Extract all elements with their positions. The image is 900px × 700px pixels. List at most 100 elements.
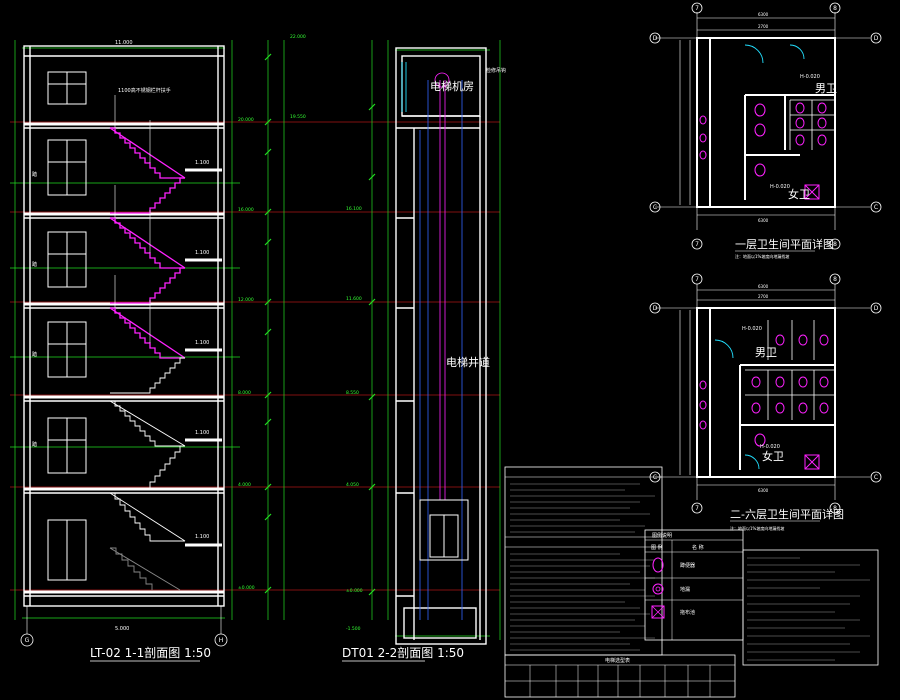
- wc-axes-upper: [655, 284, 870, 500]
- wc-plan-upper: 7 8 D D C C 7 8: [649, 273, 882, 531]
- wc-fixtures-ground: [699, 102, 827, 200]
- axis-8-ground-b: 8: [833, 241, 837, 248]
- svg-text:1.100: 1.100: [195, 534, 209, 540]
- elevator-section: 22.000 19.550 16.100 11.600 8.550 4.050 …: [290, 34, 506, 662]
- svg-text:踏: 踏: [32, 441, 37, 448]
- elevator-shaft-label: 电梯井道: [446, 355, 490, 369]
- axis-bubble-g: [20, 633, 34, 647]
- svg-text:6300: 6300: [758, 12, 769, 17]
- svg-text:H-0.020: H-0.020: [742, 326, 762, 332]
- axis-c-ground-r: C: [874, 204, 878, 211]
- axis-c-upper-l: C: [653, 474, 657, 481]
- elev-level-4: 11.600: [346, 296, 362, 302]
- wc-walls-ground: [696, 37, 836, 208]
- stair-flights: [109, 127, 186, 359]
- elev-level-6: 4.050: [346, 482, 359, 488]
- svg-text:6300: 6300: [758, 488, 769, 493]
- stair-section: 1100高不锈钢栏杆扶手 1.100 1.100 1.100 1.100 1.1…: [10, 40, 500, 662]
- stair-walls: [23, 45, 225, 607]
- wc-doors-upper: [714, 339, 760, 470]
- wc-bubbles-upper: 7 8 D D C C 7 8: [649, 273, 882, 514]
- stair-dim-ticks: [264, 53, 272, 594]
- svg-text:检修吊钩: 检修吊钩: [486, 67, 506, 74]
- wc-stalls-upper: [745, 320, 835, 420]
- legend-col-symbol: 图 例: [651, 544, 663, 551]
- axis-d-ground-l: D: [653, 35, 658, 42]
- svg-text:注：地面以1%坡度向地漏找坡: 注：地面以1%坡度向地漏找坡: [735, 253, 789, 259]
- elevator-dim-ticks: [368, 103, 376, 596]
- svg-text:5.000: 5.000: [115, 626, 129, 632]
- wc-plan-ground: 7 8 D D C C 7 8: [649, 2, 882, 259]
- material-notes-box: [742, 549, 879, 666]
- axis-d-upper-l: D: [653, 305, 658, 312]
- svg-text:H-0.020: H-0.020: [800, 74, 820, 80]
- stair-slabs: [24, 122, 224, 594]
- axis-7-upper-b: 7: [695, 505, 699, 512]
- axis-bubble-h: [214, 633, 228, 647]
- elevator-section-title: DT01 2-2剖面图 1:50: [342, 646, 464, 660]
- stair-notes: 1100高不锈钢栏杆扶手 1.100 1.100 1.100 1.100 1.1…: [32, 40, 209, 632]
- squat-toilet-icon: [652, 557, 664, 573]
- elevator-table-title: 电梯选型表: [605, 657, 630, 664]
- svg-text:1100高不锈钢栏杆扶手: 1100高不锈钢栏杆扶手: [118, 87, 171, 94]
- material-note-lines: [747, 557, 870, 661]
- elev-level-2: 19.550: [290, 114, 306, 120]
- elevator-car-rails: [419, 80, 463, 620]
- men-label-upper: 男卫: [755, 346, 777, 359]
- stair-level-3: 12.000: [238, 297, 254, 303]
- upper-wc-title: 二-六层卫生间平面详图: [730, 507, 844, 521]
- elev-level-7: ±0.000: [346, 588, 363, 594]
- elevator-car: [419, 499, 469, 561]
- dimension-text: 6300 2700 6300 2700 6300 6300: [758, 12, 769, 493]
- svg-text:2700: 2700: [758, 294, 769, 299]
- wc-stalls-ground: [789, 99, 835, 150]
- handrail-posts: [114, 95, 151, 343]
- wc-axes-ground: [655, 12, 870, 230]
- elev-level-5: 8.550: [346, 390, 359, 396]
- stair-level-1: 20.000: [238, 117, 254, 123]
- axis-7-ground-b: 7: [695, 241, 699, 248]
- axis-c-ground-l: C: [653, 204, 657, 211]
- elevator-schedule-table: 电梯选型表: [504, 654, 736, 698]
- wc-doors-ground: [744, 44, 805, 64]
- svg-text:踏: 踏: [32, 171, 37, 178]
- design-notes-table: [504, 466, 663, 656]
- axis-7-upper: 7: [695, 276, 699, 283]
- ground-wc-title: 一层卫生间平面详图: [735, 237, 834, 251]
- axis-label-g: G: [25, 637, 30, 644]
- elev-level-3: 16.100: [346, 206, 362, 212]
- svg-text:6300: 6300: [758, 284, 769, 289]
- elevator-glazing: [401, 62, 407, 112]
- axis-8-upper-b: 8: [833, 505, 837, 512]
- svg-text:踏: 踏: [32, 351, 37, 358]
- svg-text:H-0.020: H-0.020: [760, 444, 780, 450]
- mop-sink-icon: [651, 605, 665, 619]
- stair-level-labels: 20.000 16.000 12.000 8.000 4.000 ±0.000: [238, 117, 255, 591]
- legend-item-1: 蹲便器: [680, 562, 695, 569]
- stair-level-2: 16.000: [238, 207, 254, 213]
- svg-text:1.100: 1.100: [195, 160, 209, 166]
- stair-axes: G H: [20, 606, 228, 647]
- stair-flights-lower: [109, 357, 186, 591]
- schedule-columns: [529, 665, 711, 697]
- elev-level-8: -1.500: [346, 626, 361, 632]
- men-label-ground: 男卫: [815, 82, 837, 95]
- svg-text:1.100: 1.100: [195, 250, 209, 256]
- axis-d-ground-r: D: [874, 35, 879, 42]
- level-lines: [10, 121, 500, 591]
- women-label-ground: 女卫: [788, 187, 810, 201]
- legend-col-name: 名 称: [692, 544, 704, 551]
- stair-windows: [47, 71, 87, 581]
- svg-text:11.000: 11.000: [115, 40, 133, 46]
- svg-text:1.100: 1.100: [195, 430, 209, 436]
- svg-text:2700: 2700: [758, 24, 769, 29]
- svg-text:6300: 6300: [758, 218, 769, 223]
- elevator-cables: [434, 72, 450, 500]
- axis-label-h: H: [219, 637, 224, 644]
- axis-7-ground: 7: [695, 5, 699, 12]
- wc-bubbles-ground: 7 8 D D C C 7 8: [649, 2, 882, 250]
- elevator-guides: [371, 40, 501, 640]
- legend-title: 图例说明: [652, 532, 672, 539]
- stair-level-4: 8.000: [238, 390, 251, 396]
- axis-d-upper-r: D: [874, 305, 879, 312]
